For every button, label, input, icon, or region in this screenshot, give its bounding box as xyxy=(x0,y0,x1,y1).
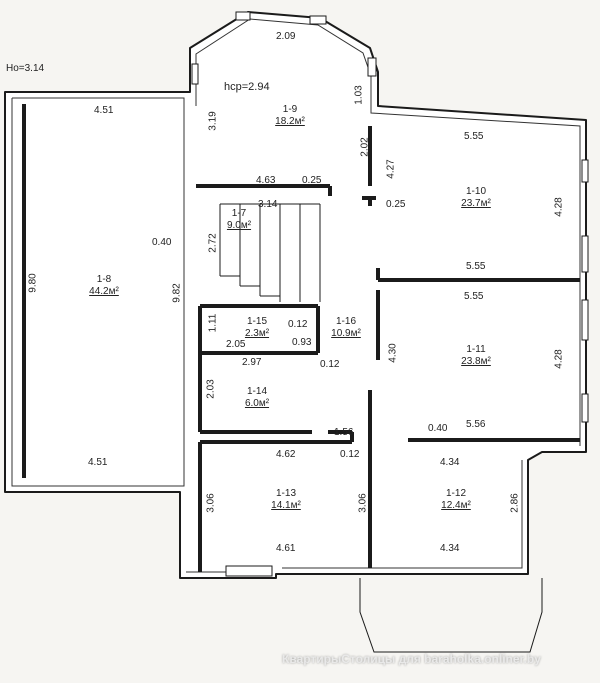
dimension-label: 9.82 xyxy=(171,283,183,303)
dimension-label: 9.80 xyxy=(27,273,39,293)
room-1-16: 1-16 10.9м² xyxy=(316,316,376,339)
dimension-label: 4.27 xyxy=(385,159,397,179)
dimension-label: 0.40 xyxy=(428,423,448,434)
dimension-label: 0.93 xyxy=(292,337,312,348)
room-id: 1-15 xyxy=(246,316,267,327)
room-area: 18.2м² xyxy=(275,115,305,127)
dimension-label: 2.02 xyxy=(359,137,371,157)
room-1-9: 1-9 18.2м² xyxy=(260,104,320,127)
room-1-13: 1-13 14.1м² xyxy=(256,488,316,511)
dimension-label: 2.03 xyxy=(205,379,217,399)
dimension-label: 3.06 xyxy=(357,493,369,513)
room-1-15: 1-15 2.3м² xyxy=(230,316,284,339)
dimension-label: 3.19 xyxy=(207,111,219,131)
dimension-label: 3.06 xyxy=(205,493,217,513)
interior-walls xyxy=(22,104,580,572)
room-area: 44.2м² xyxy=(89,285,119,297)
room-1-12: 1-12 12.4м² xyxy=(426,488,486,511)
room-area: 9.0м² xyxy=(226,219,252,231)
dimension-label: 0.40 xyxy=(152,237,172,248)
dimension-label: 0.12 xyxy=(340,449,360,460)
dimension-label: 4.34 xyxy=(440,457,460,468)
dimension-label: 5.55 xyxy=(464,291,484,302)
dimension-label: 0.25 xyxy=(302,175,322,186)
room-area: 12.4м² xyxy=(441,499,471,511)
room-id: 1-7 xyxy=(231,208,247,219)
room-id: 1-13 xyxy=(275,488,296,499)
watermark: КвартирыСтолицы для baraholka.onliner.by xyxy=(282,652,541,666)
dimension-label: 2.86 xyxy=(509,493,521,513)
room-id: 1-12 xyxy=(445,488,466,499)
dimension-label: 4.63 xyxy=(256,175,276,186)
dimension-label: 0.12 xyxy=(320,359,340,370)
room-1-8: 1-8 44.2м² xyxy=(74,274,134,297)
room-area: 23.8м² xyxy=(461,355,491,367)
room-id: 1-14 xyxy=(246,386,267,397)
dimension-label: 2.97 xyxy=(242,357,262,368)
dimension-label: 1.56 xyxy=(334,427,354,438)
room-area: 2.3м² xyxy=(244,327,270,339)
dimension-label: 2.72 xyxy=(207,233,219,253)
dimension-label: 5.55 xyxy=(466,261,486,272)
dimension-label: 4.51 xyxy=(94,105,114,116)
room-area: 10.9м² xyxy=(331,327,361,339)
ceiling-height-label: hcp=2.94 xyxy=(224,81,270,93)
dimension-label: 3.14 xyxy=(258,199,278,210)
dimension-label: 4.51 xyxy=(88,457,108,468)
dimension-label: 1.11 xyxy=(207,313,219,333)
room-1-7: 1-7 9.0м² xyxy=(212,208,266,231)
room-1-10: 1-10 23.7м² xyxy=(446,186,506,209)
dimension-label: 4.28 xyxy=(553,197,565,217)
dimension-label: 5.55 xyxy=(464,131,484,142)
staircase xyxy=(219,203,321,302)
room-1-11: 1-11 23.8м² xyxy=(446,344,506,367)
dimension-label: 0.25 xyxy=(386,199,406,210)
dimension-label: 4.28 xyxy=(553,349,565,369)
dimension-label: 2.09 xyxy=(276,31,296,42)
room-1-14: 1-14 6.0м² xyxy=(230,386,284,409)
dimension-label: 2.05 xyxy=(226,339,246,350)
room-id: 1-9 xyxy=(282,104,298,115)
bay-window xyxy=(359,578,543,653)
dimension-label: 0.12 xyxy=(288,319,308,330)
dimension-label: 4.34 xyxy=(440,543,460,554)
windows xyxy=(191,11,589,577)
dimension-label: 1.03 xyxy=(353,85,365,105)
room-id: 1-11 xyxy=(466,344,486,355)
dimension-label: 4.30 xyxy=(387,343,399,363)
dimension-label: 4.61 xyxy=(276,543,296,554)
room-id: 1-16 xyxy=(335,316,356,327)
room-id: 1-8 xyxy=(96,274,112,285)
dimension-label: 5.56 xyxy=(466,419,486,430)
dimension-label: 4.62 xyxy=(276,449,296,460)
room-area: 6.0м² xyxy=(244,397,270,409)
room-area: 14.1м² xyxy=(271,499,301,511)
room-id: 1-10 xyxy=(465,186,486,197)
floor-height-label: Ho=3.14 xyxy=(6,63,45,74)
room-area: 23.7м² xyxy=(461,197,491,209)
